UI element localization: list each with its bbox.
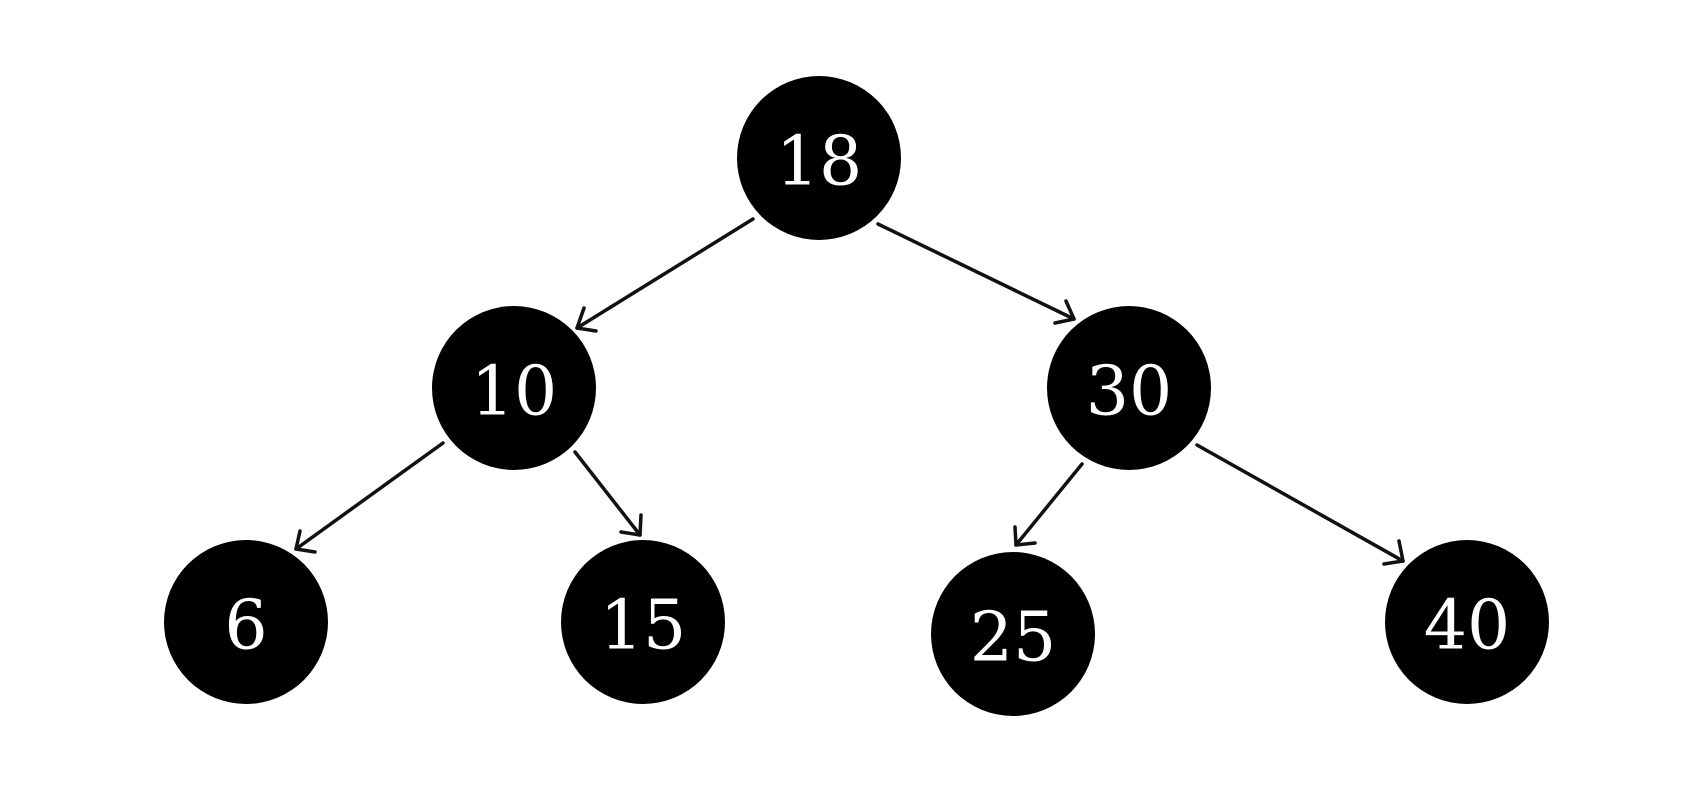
node-circle — [1385, 540, 1549, 704]
tree-edges — [294, 217, 1405, 566]
edge-30-to-40 — [1195, 443, 1405, 566]
node-label: 10 — [471, 353, 558, 432]
node-label: 18 — [776, 123, 863, 202]
tree-node-6: 6 — [164, 540, 328, 704]
tree-node-15: 15 — [561, 540, 725, 704]
tree-node-30: 30 — [1047, 306, 1211, 470]
node-circle — [737, 76, 901, 240]
node-circle — [432, 306, 596, 470]
tree-node-18: 18 — [737, 76, 901, 240]
node-label: 25 — [970, 599, 1057, 678]
node-circle — [931, 552, 1095, 716]
edge-18-to-10 — [575, 217, 755, 333]
edge-10-to-6 — [294, 441, 445, 554]
node-circle — [1047, 306, 1211, 470]
tree-node-25: 25 — [931, 552, 1095, 716]
node-label: 40 — [1424, 587, 1511, 666]
node-label: 6 — [224, 587, 267, 666]
node-label: 15 — [600, 587, 687, 666]
edge-18-to-30 — [876, 222, 1076, 325]
node-circle — [164, 540, 328, 704]
node-label: 30 — [1086, 353, 1173, 432]
edge-30-to-25 — [1013, 462, 1084, 547]
tree-node-10: 10 — [432, 306, 596, 470]
edge-10-to-15 — [573, 450, 643, 537]
node-circle — [561, 540, 725, 704]
tree-node-40: 40 — [1385, 540, 1549, 704]
